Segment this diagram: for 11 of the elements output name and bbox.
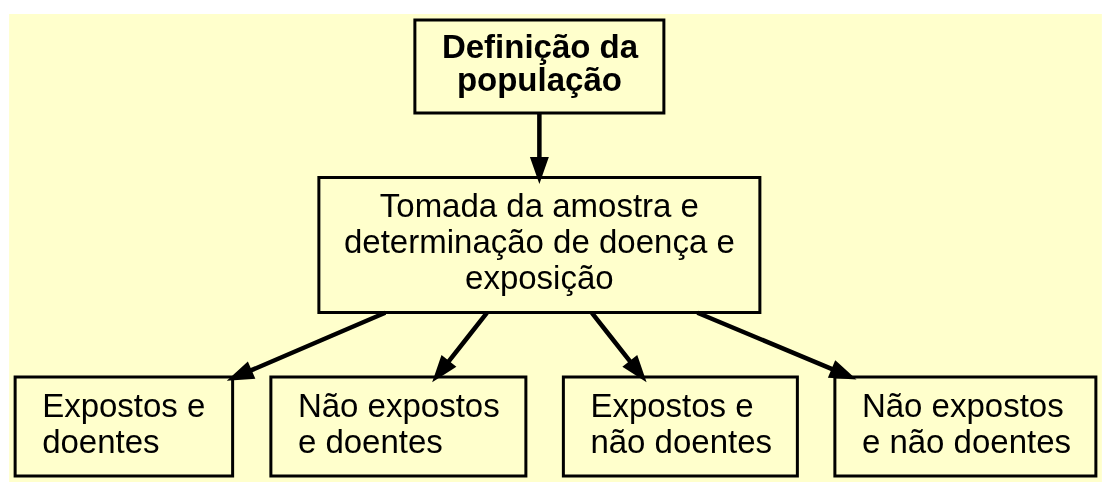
arrow: [696, 310, 857, 379]
arrow: [432, 311, 489, 382]
node-box: Definição da população: [413, 18, 666, 114]
node-box: Expostos e não doentes: [561, 375, 799, 477]
arrow: [529, 112, 549, 184]
node-box: Não expostos e não doentes: [833, 375, 1098, 477]
node-box: Expostos e doentes: [13, 375, 235, 477]
arrow: [590, 311, 647, 382]
node-box: Tomada da amostra e determinação de doença e exposição: [317, 175, 762, 314]
node-box: Não expostos e doentes: [269, 375, 528, 477]
arrow: [226, 310, 387, 381]
